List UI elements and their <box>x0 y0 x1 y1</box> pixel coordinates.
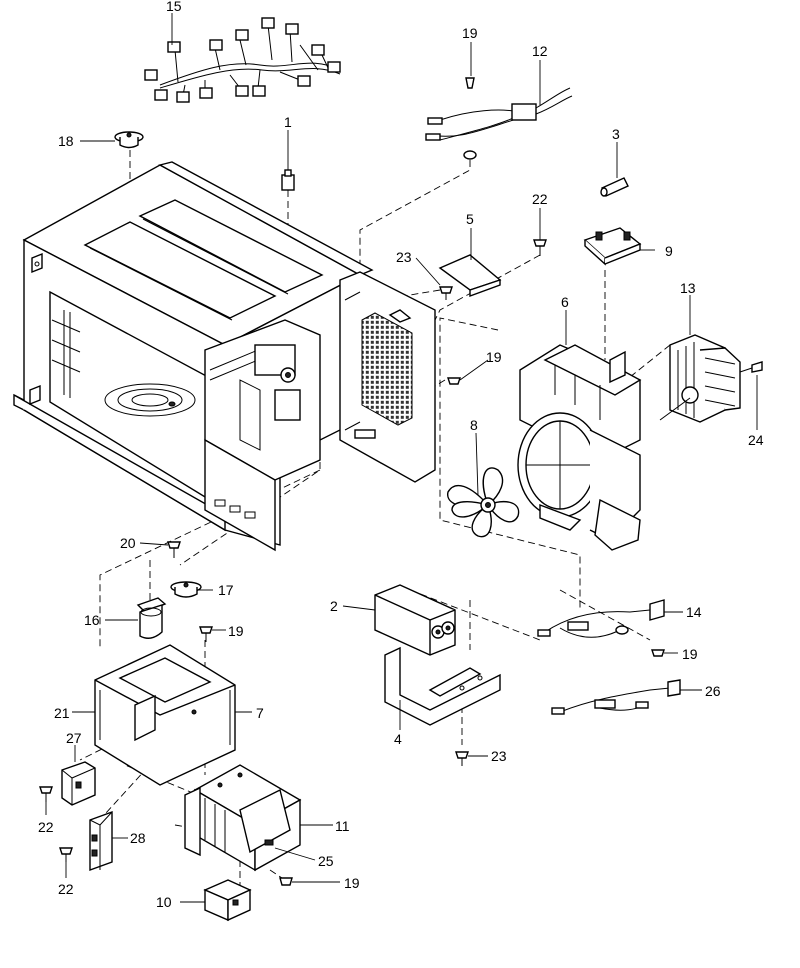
callout-22-left: 22 <box>38 819 54 835</box>
leader-lines <box>45 13 758 903</box>
callout-21: 21 <box>54 705 70 721</box>
screw-part-19-right <box>651 649 665 657</box>
actuator-lever-part-5 <box>438 254 502 298</box>
screw-part-24 <box>739 361 763 373</box>
callout-9: 9 <box>665 243 673 259</box>
connector-part-10 <box>203 879 252 922</box>
air-duct-part-6 <box>517 344 642 551</box>
screw-part-20 <box>167 541 181 558</box>
fan-motor-part-13 <box>659 334 741 423</box>
wire-assembly-part-26 <box>551 679 681 715</box>
callout-2: 2 <box>330 598 338 614</box>
callout-16: 16 <box>84 612 100 628</box>
callout-18: 18 <box>58 133 74 149</box>
screw-part-22-left <box>39 786 53 802</box>
cavity-side-wall <box>339 271 436 483</box>
terminal-board-part-9 <box>583 227 642 266</box>
callout-19-right: 19 <box>682 646 698 662</box>
hv-wire-part-14 <box>537 599 665 638</box>
relay-part-27 <box>61 761 96 806</box>
callout-22-top: 22 <box>532 191 548 207</box>
power-cord-part-12 <box>425 77 573 160</box>
callout-10: 10 <box>156 894 172 910</box>
callout-22-lower: 22 <box>58 881 74 897</box>
callout-25: 25 <box>318 853 334 869</box>
screw-part-22-top <box>533 239 547 256</box>
relay-part-28 <box>89 811 113 871</box>
callout-24: 24 <box>748 432 764 448</box>
lamp-socket-part-16 <box>136 597 167 639</box>
screw-part-22-lower <box>59 847 73 862</box>
callout-13: 13 <box>680 280 696 296</box>
fuse-part-3 <box>600 177 629 197</box>
screw-part-19-lamp <box>199 626 213 642</box>
oven-cavity-assembly <box>13 161 374 552</box>
callout-6: 6 <box>561 294 569 310</box>
callout-28: 28 <box>130 830 146 846</box>
fan-blade-part-8 <box>447 467 520 538</box>
callout-27: 27 <box>66 730 82 746</box>
switch-bracket-part-1 <box>281 169 295 191</box>
callout-14: 14 <box>686 604 702 620</box>
callout-19-top: 19 <box>462 25 478 41</box>
callout-23-bottom: 23 <box>491 748 507 764</box>
callout-19-bottom: 19 <box>344 875 360 891</box>
callout-labels: 15 19 12 1 18 3 22 5 23 9 13 6 19 8 24 2… <box>38 0 764 910</box>
callout-5: 5 <box>466 211 474 227</box>
thermal-cutout-part-17 <box>170 581 202 598</box>
wire-harness-part-15 <box>144 17 341 103</box>
callout-4: 4 <box>394 731 402 747</box>
callout-7: 7 <box>256 705 264 721</box>
callout-12: 12 <box>532 43 548 59</box>
screw-part-19-mid <box>447 377 461 385</box>
callout-8: 8 <box>470 417 478 433</box>
callout-19-mid: 19 <box>486 349 502 365</box>
callout-17: 17 <box>218 582 234 598</box>
screw-part-19-bottom <box>279 877 293 886</box>
screw-part-23-top <box>439 286 453 300</box>
callout-11: 11 <box>335 818 350 834</box>
screw-part-23-bottom <box>455 751 469 766</box>
capacitor-part-2 <box>374 584 456 656</box>
callout-15: 15 <box>166 0 182 14</box>
callout-1: 1 <box>284 114 292 130</box>
callout-3: 3 <box>612 126 620 142</box>
base-plate-part-21 <box>94 644 236 786</box>
capacitor-bracket-part-4 <box>384 646 501 726</box>
callout-20: 20 <box>120 535 136 551</box>
callout-26: 26 <box>705 683 721 699</box>
callout-19-lamp: 19 <box>228 623 244 639</box>
callout-23-top: 23 <box>396 249 412 265</box>
thermal-cutout-part-18 <box>114 131 144 149</box>
transformer-part-11 <box>184 764 302 872</box>
